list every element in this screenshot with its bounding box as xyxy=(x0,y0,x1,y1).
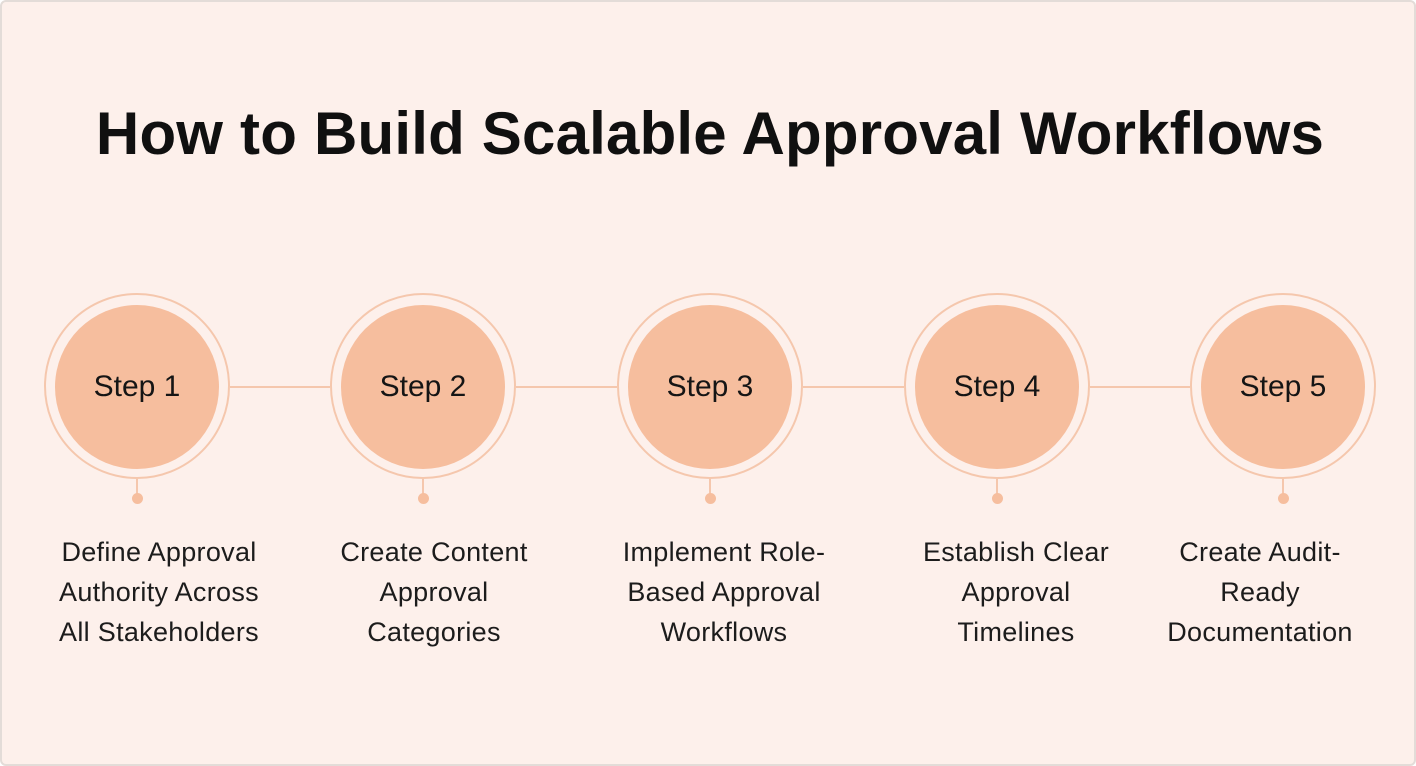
step-description-line: Timelines xyxy=(957,617,1075,647)
step-circle: Step 5 xyxy=(1201,305,1365,469)
step-dot xyxy=(132,493,143,504)
connector-line-1-2 xyxy=(230,386,330,388)
step-description-line: Based Approval xyxy=(627,577,821,607)
step-description: Define Approval Authority Across All Sta… xyxy=(39,532,279,652)
step-description-line: Define Approval xyxy=(61,537,257,567)
step-description-line: Categories xyxy=(367,617,501,647)
step-circle: Step 3 xyxy=(628,305,792,469)
connector-line-4-5 xyxy=(1090,386,1190,388)
step-description-line: Create Content xyxy=(340,537,528,567)
step-description: Create Audit- Ready Documentation xyxy=(1140,532,1380,652)
step-stem xyxy=(136,479,138,497)
step-description-line: All Stakeholders xyxy=(59,617,259,647)
step-label: Step 5 xyxy=(1239,370,1327,403)
step-description-line: Approval xyxy=(961,577,1071,607)
step-dot xyxy=(705,493,716,504)
step-stem xyxy=(1282,479,1284,497)
step-description: Create Content Approval Categories xyxy=(314,532,554,652)
step-circle: Step 1 xyxy=(55,305,219,469)
step-description: Establish Clear Approval Timelines xyxy=(896,532,1136,652)
connector-line-3-4 xyxy=(803,386,904,388)
step-label: Step 4 xyxy=(953,370,1041,403)
step-dot xyxy=(418,493,429,504)
step-circle: Step 4 xyxy=(915,305,1079,469)
step-label: Step 3 xyxy=(666,370,754,403)
step-description-line: Approval xyxy=(379,577,489,607)
step-description-line: Implement Role- xyxy=(622,537,826,567)
step-stem xyxy=(422,479,424,497)
step-description-line: Ready xyxy=(1220,577,1300,607)
step-description-line: Documentation xyxy=(1167,617,1353,647)
step-description-line: Workflows xyxy=(660,617,788,647)
step-description: Implement Role- Based Approval Workflows xyxy=(604,532,844,652)
connector-line-2-3 xyxy=(516,386,617,388)
step-description-line: Create Audit- xyxy=(1179,537,1341,567)
step-dot xyxy=(1278,493,1289,504)
step-label: Step 2 xyxy=(379,370,467,403)
step-stem xyxy=(996,479,998,497)
page-title: How to Build Scalable Approval Workflows xyxy=(95,100,1325,167)
step-dot xyxy=(992,493,1003,504)
step-stem xyxy=(709,479,711,497)
step-label: Step 1 xyxy=(93,370,181,403)
step-description-line: Authority Across xyxy=(59,577,259,607)
step-description-line: Establish Clear xyxy=(922,537,1110,567)
step-circle: Step 2 xyxy=(341,305,505,469)
